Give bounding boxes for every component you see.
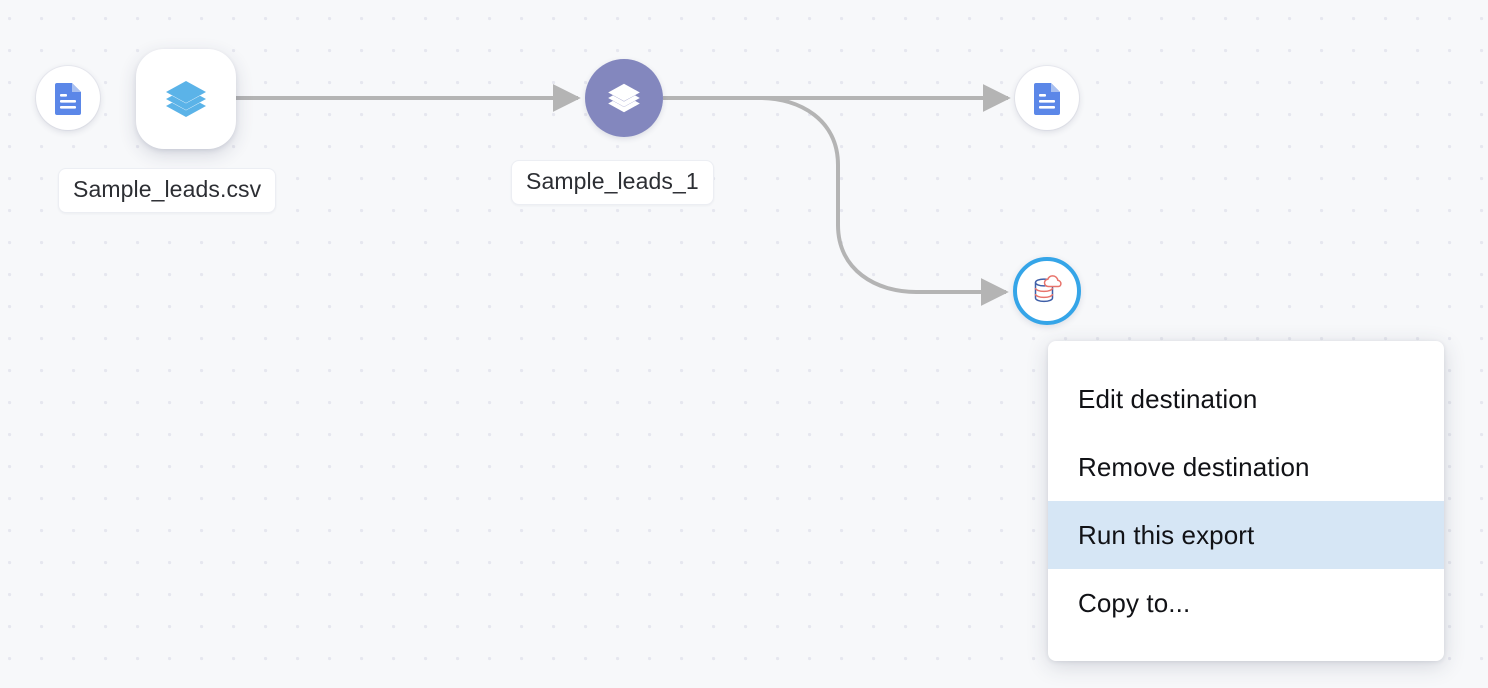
menu-item-run-this-export[interactable]: Run this export — [1048, 501, 1444, 569]
google-doc-icon — [55, 83, 81, 115]
cloud-database-icon — [1034, 275, 1062, 303]
menu-item-remove-destination[interactable]: Remove destination — [1078, 451, 1310, 482]
node-output-document[interactable] — [1015, 66, 1079, 130]
node-transform[interactable] — [585, 59, 663, 137]
google-doc-icon — [1034, 83, 1060, 115]
menu-item-copy-to[interactable]: Copy to... — [1078, 587, 1191, 618]
menu-item-edit-destination[interactable]: Edit destination — [1078, 383, 1258, 414]
node-layers-card[interactable] — [136, 49, 236, 149]
layers-icon — [608, 83, 640, 113]
context-menu[interactable]: Edit destination Remove destination Run … — [1048, 341, 1444, 661]
layers-icon — [166, 81, 206, 117]
edge-transform-to-destination — [663, 96, 1009, 306]
node-source-document[interactable] — [36, 66, 100, 130]
node-destination[interactable] — [1013, 257, 1081, 325]
node-label-transform: Sample_leads_1 — [511, 160, 714, 205]
node-label-source: Sample_leads.csv — [58, 168, 277, 213]
